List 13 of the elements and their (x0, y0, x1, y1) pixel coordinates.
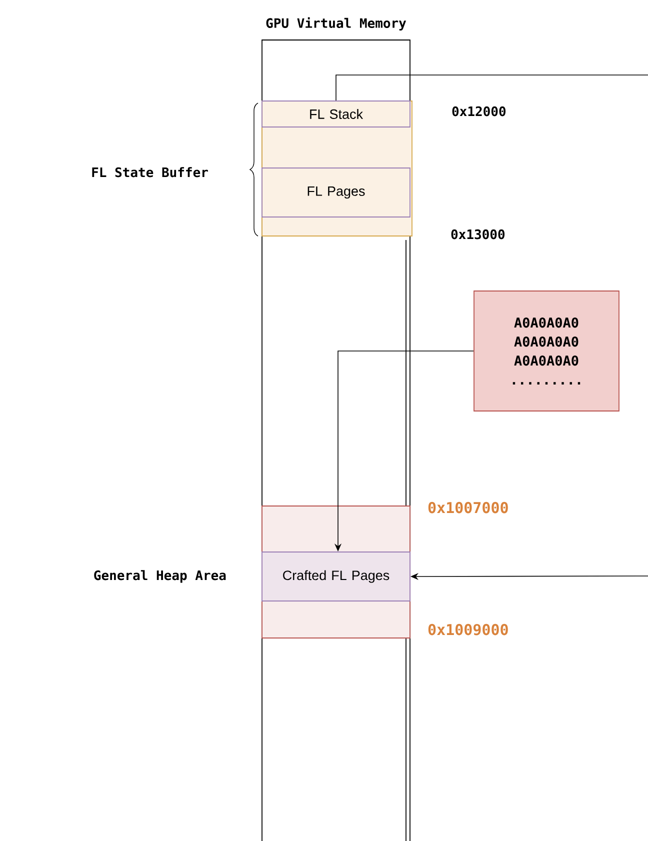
memory-block: FL Stack (262, 100, 410, 128)
node-label: GPU Virtual Memory (266, 17, 406, 30)
region-label: General Heap Area (94, 570, 226, 583)
address-label: 0x1009000 (428, 624, 508, 636)
memory-block: Crafted FL Pages (262, 552, 410, 602)
memory-block: FL Pages (262, 168, 410, 218)
address-label: 0x1007000 (428, 502, 508, 514)
connector-line (336, 74, 648, 101)
address-label: 0x13000 (451, 229, 505, 240)
region-label: FL State Buffer (92, 167, 208, 178)
data-box: A0A0A0A0 A0A0A0A0 A0A0A0A0 ......... (474, 290, 620, 412)
memory-region (262, 100, 412, 236)
address-label: 0x12000 (452, 106, 506, 116)
